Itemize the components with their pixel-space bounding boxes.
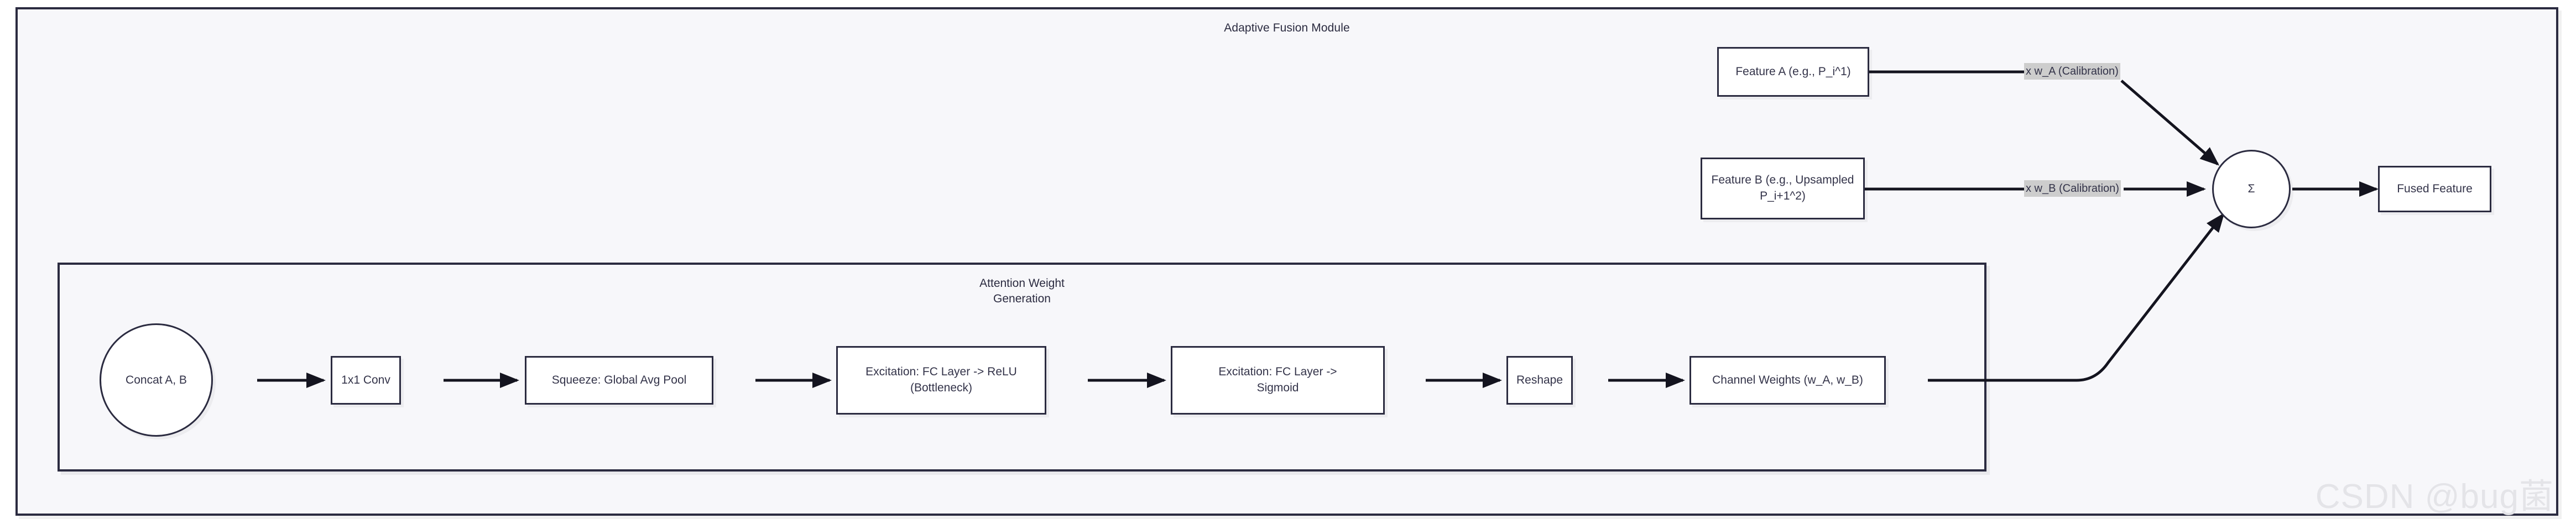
- adaptive-fusion-module-title: Adaptive Fusion Module: [1224, 22, 1350, 34]
- node-channel-weights-label: Channel Weights (w_A, w_B): [1712, 373, 1863, 386]
- node-concat-label: Concat A, B: [126, 373, 187, 386]
- edge-label-w-a: x w_A (Calibration): [2024, 63, 2120, 80]
- node-channel-weights[interactable]: Channel Weights (w_A, w_B): [1689, 356, 1886, 405]
- node-squeeze[interactable]: Squeeze: Global Avg Pool: [525, 356, 713, 405]
- node-feature-b-label-line-1: Feature B (e.g., Upsampled: [1711, 174, 1854, 187]
- node-feature-b-label-line-2: P_i+1^2): [1760, 190, 1806, 202]
- node-feature-b[interactable]: Feature B (e.g., Upsampled P_i+1^2): [1701, 158, 1865, 219]
- node-feature-a[interactable]: Feature A (e.g., P_i^1): [1717, 47, 1869, 97]
- node-excitation-sigmoid-label-line-1: Excitation: FC Layer ->: [1218, 365, 1337, 379]
- node-concat[interactable]: Concat A, B: [100, 323, 213, 437]
- edge-label-w-b: x w_B (Calibration): [2024, 180, 2121, 197]
- node-squeeze-label: Squeeze: Global Avg Pool: [551, 373, 687, 386]
- node-sum[interactable]: Σ: [2212, 150, 2291, 228]
- node-conv-label: 1x1 Conv: [341, 373, 390, 386]
- attention-weight-generation-title-line-2: Generation: [993, 292, 1051, 306]
- node-fused-feature-label: Fused Feature: [2397, 182, 2473, 195]
- node-sum-label: Σ: [2248, 182, 2255, 195]
- node-excitation-sigmoid-label-line-2: Sigmoid: [1256, 381, 1299, 394]
- csdn-watermark: CSDN @bug菌: [2315, 478, 2554, 516]
- node-excitation-relu-label-line-2: (Bottleneck): [910, 381, 973, 394]
- attention-weight-generation-title-line-1: Attention Weight: [979, 277, 1065, 290]
- node-feature-a-label: Feature A (e.g., P_i^1): [1735, 65, 1851, 78]
- node-conv[interactable]: 1x1 Conv: [331, 356, 401, 405]
- node-excitation-relu-label-line-1: Excitation: FC Layer -> ReLU: [865, 365, 1017, 379]
- node-reshape-label: Reshape: [1516, 373, 1563, 386]
- node-excitation-relu[interactable]: Excitation: FC Layer -> ReLU (Bottleneck…: [836, 346, 1046, 415]
- node-fused-feature[interactable]: Fused Feature: [2378, 166, 2491, 212]
- node-reshape[interactable]: Reshape: [1506, 356, 1573, 405]
- attention-weight-generation-title: Attention Weight Generation: [60, 276, 1984, 307]
- node-excitation-sigmoid[interactable]: Excitation: FC Layer -> Sigmoid: [1171, 346, 1385, 415]
